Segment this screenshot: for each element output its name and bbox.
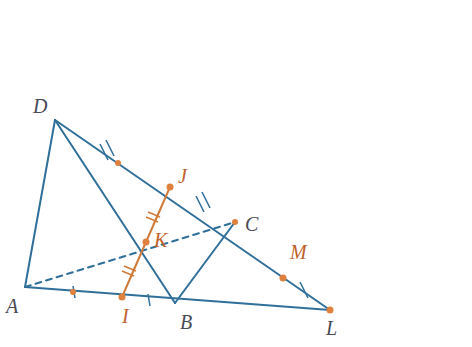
line-dl bbox=[55, 120, 330, 310]
point-label: C bbox=[245, 214, 258, 234]
point-label: L bbox=[326, 318, 337, 338]
edge-db bbox=[55, 120, 175, 303]
point-label: B bbox=[180, 312, 192, 332]
point-label: K bbox=[154, 230, 167, 250]
point-label: A bbox=[6, 296, 18, 316]
edge-da bbox=[25, 120, 55, 287]
point-label: J bbox=[178, 166, 187, 186]
tick-marks bbox=[73, 140, 308, 306]
segment-ij bbox=[122, 187, 170, 297]
point-label: D bbox=[33, 96, 47, 116]
point-label: M bbox=[290, 242, 307, 262]
point-dots bbox=[70, 160, 334, 314]
point-label: I bbox=[122, 306, 129, 326]
edge-bc bbox=[175, 222, 235, 303]
